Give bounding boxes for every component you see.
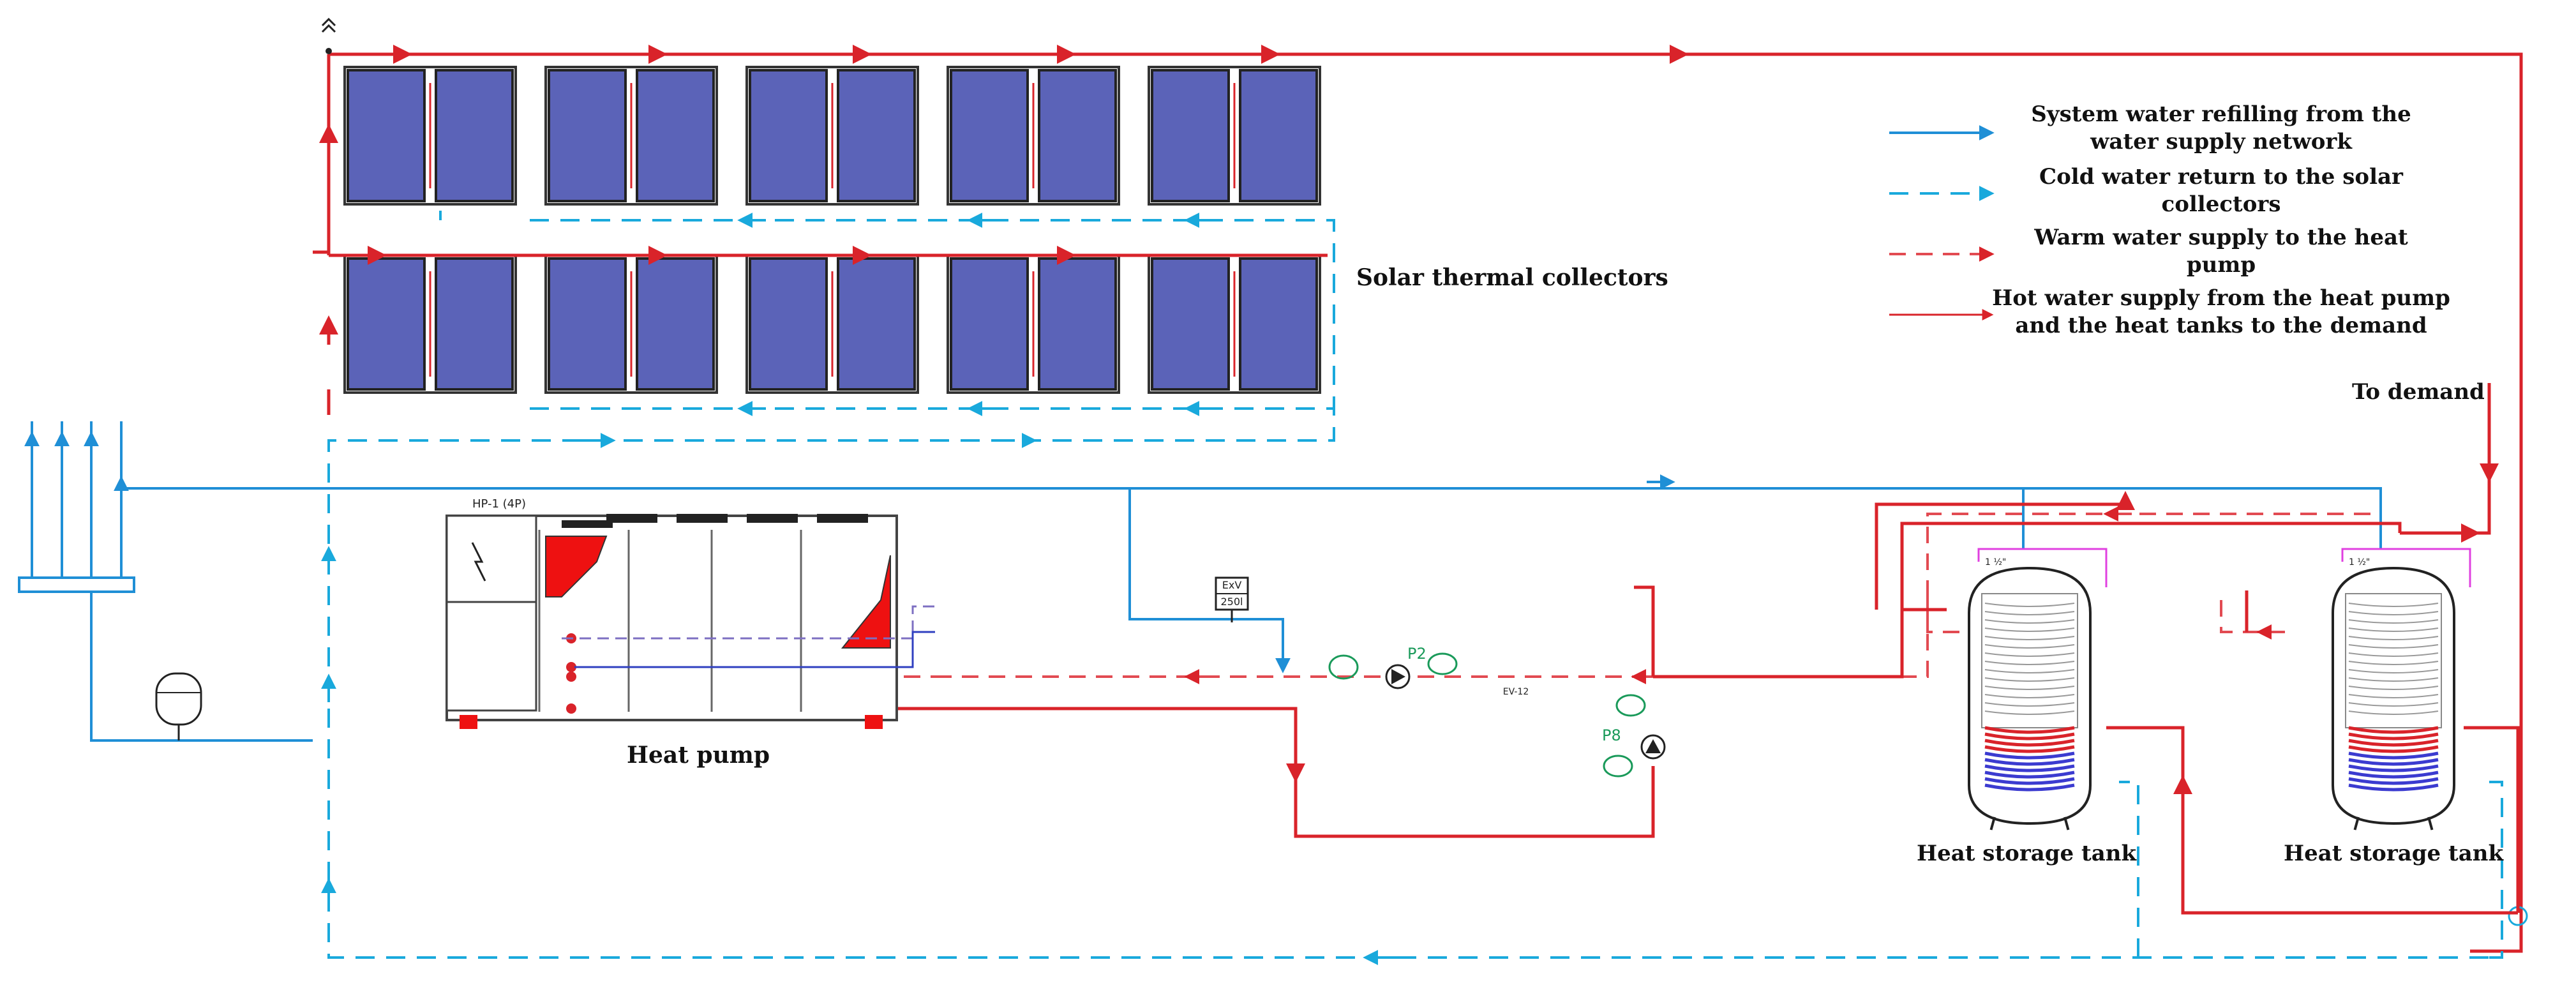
- collector-pair-frame: [343, 66, 517, 206]
- collector-pair-frame: [544, 66, 718, 206]
- solar-collector-panel: [636, 69, 715, 202]
- pipe-size-label: 1 ½": [1985, 557, 2006, 567]
- solar-collector-panel: [347, 257, 426, 391]
- heat-pump-unit: [446, 514, 935, 729]
- solar-collector-panel: [950, 69, 1029, 202]
- valve-ev12-label: EV-12: [1503, 687, 1529, 697]
- heat-pump-label: Heat pump: [627, 742, 770, 769]
- solar-collector-panel: [837, 69, 916, 202]
- distribution-manifold: [18, 576, 135, 593]
- hot-supply-hp-pipe: [555, 707, 1655, 838]
- air-vent-icon: [321, 17, 336, 54]
- solar-collectors-label: Solar thermal collectors: [1356, 264, 1668, 291]
- collector-pair-frame: [947, 66, 1120, 206]
- heat-storage-tanks: [1968, 548, 2471, 830]
- pressure-vessel: [155, 672, 202, 740]
- collector-pair-frame: [1148, 66, 1321, 206]
- tank-1-label: Heat storage tank: [1917, 841, 2137, 866]
- solar-collector-panel: [1038, 69, 1117, 202]
- expansion-vessel-label-2: 250l: [1221, 596, 1243, 608]
- solar-collector-panel: [636, 257, 715, 391]
- solar-collector-panel: [347, 69, 426, 202]
- legend-item-3-line2: pump: [2187, 252, 2256, 278]
- expansion-vessel-label-1: ExV: [1222, 579, 1242, 591]
- solar-collector-panel: [837, 257, 916, 391]
- legend-item-4-line2: and the heat tanks to the demand: [2015, 313, 2427, 338]
- legend-item-1-line2: water supply network: [2090, 129, 2353, 154]
- solar-collector-panel: [1038, 257, 1117, 391]
- solar-collector-panel: [950, 257, 1029, 391]
- legend-item-2-line1: Cold water return to the solar: [2039, 164, 2404, 190]
- solar-collector-panel: [1239, 257, 1318, 391]
- legend-item-4-line1: Hot water supply from the heat pump: [1992, 285, 2450, 311]
- pump-p2: [1328, 652, 1458, 689]
- legend: System water refilling from the water su…: [1889, 101, 2450, 338]
- heat-pump-tag: HP-1 (4P): [472, 497, 526, 511]
- expansion-vessel: [1215, 576, 1249, 622]
- solar-collector-panel: [749, 69, 828, 202]
- solar-collector-panel: [1151, 69, 1230, 202]
- solar-collector-panel: [548, 257, 627, 391]
- heat-storage-tank-1: [1968, 548, 2108, 830]
- legend-item-3-line1: Warm water supply to the heat: [2033, 225, 2408, 250]
- solar-collector-panel: [435, 257, 514, 391]
- solar-collector-panel: [1151, 257, 1230, 391]
- legend-item-1-line1: System water refilling from the: [2031, 101, 2411, 127]
- pipe-size-label: 1 ½": [2349, 557, 2370, 567]
- pump-p8: [1603, 694, 1666, 778]
- solar-collector-panel: [1239, 69, 1318, 202]
- heat-storage-tank-2: [2332, 548, 2471, 830]
- pump-p2-label: P2: [1407, 645, 1427, 663]
- hot-riser-pipe: [313, 54, 331, 254]
- refill-main-pipe: [121, 487, 2382, 549]
- collector-pair-frame: [745, 66, 919, 206]
- hot-manifold-pipe: [329, 52, 2523, 953]
- tank-2-label: Heat storage tank: [2284, 841, 2504, 866]
- legend-item-2-line2: collectors: [2162, 192, 2281, 217]
- solar-collector-array: [343, 66, 1321, 394]
- to-demand-label: To demand: [2352, 379, 2485, 405]
- solar-collector-panel: [749, 257, 828, 391]
- pump-p8-label: P8: [1602, 726, 1621, 744]
- solar-collector-panel: [435, 69, 514, 202]
- solar-collector-panel: [548, 69, 627, 202]
